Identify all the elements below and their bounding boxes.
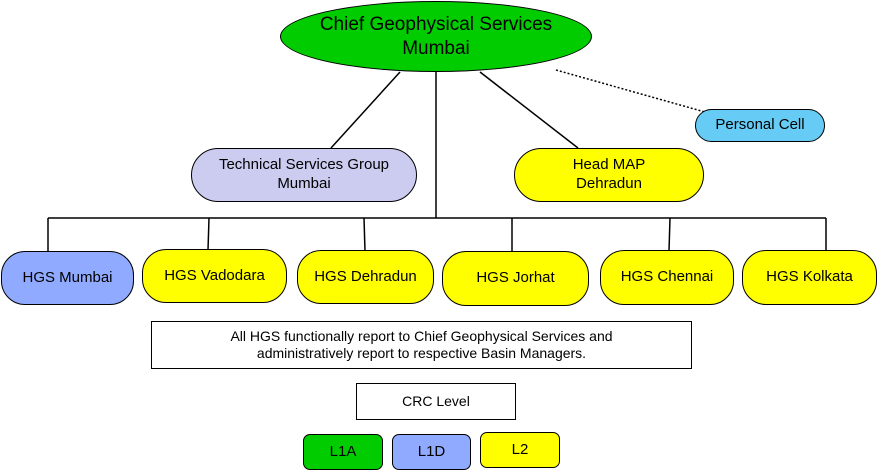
legend-label: L1D [417, 442, 446, 460]
technical-services-line2: Mumbai [277, 175, 331, 192]
reporting-note-box: All HGS functionally report to Chief Geo… [151, 321, 692, 369]
hgs-label: HGS Vadodara [164, 266, 265, 284]
legend-l1d: L1D [392, 434, 471, 470]
technical-services-line1: Technical Services Group [218, 156, 390, 174]
hgs-label: HGS Chennai [620, 268, 714, 286]
personal-cell-node: Personal Cell [695, 109, 825, 142]
hgs-label: HGS Dehradun [314, 267, 417, 285]
head-map-node: Head MAP Dehradun [514, 148, 704, 202]
legend-l1a: L1A [303, 434, 383, 470]
connector-root-headmap [479, 71, 579, 149]
hgs-mumbai-node: HGS Mumbai [1, 251, 134, 305]
technical-services-group-node: Technical Services Group Mumbai [191, 148, 417, 202]
legend-label: L2 [511, 440, 529, 458]
legend-label: L1A [329, 442, 357, 460]
head-map-line2: Dehradun [576, 175, 642, 192]
connector-root-technical [330, 71, 401, 149]
connector-drop-vadodara [207, 217, 210, 251]
hgs-kolkata-node: HGS Kolkata [742, 250, 877, 305]
connector-drop-dehradun [363, 217, 366, 252]
crc-level-box: CRC Level [356, 383, 516, 420]
connector-root-personal-cell [555, 69, 713, 115]
hgs-label: HGS Kolkata [766, 268, 853, 286]
hgs-dehradun-node: HGS Dehradun [297, 250, 434, 304]
legend-l2: L2 [480, 432, 560, 468]
reporting-note-line1: All HGS functionally report to Chief Geo… [230, 327, 613, 344]
head-map-line1: Head MAP [572, 156, 646, 174]
chief-geophysical-services-node: Chief Geophysical Services Mumbai [280, 1, 592, 72]
hgs-label: HGS Mumbai [22, 268, 113, 286]
root-title-line1: Chief Geophysical Services [319, 13, 553, 35]
hgs-chennai-node: HGS Chennai [600, 250, 734, 305]
hgs-jorhat-node: HGS Jorhat [442, 251, 589, 306]
root-title-line2: Mumbai [402, 37, 470, 59]
crc-level-label: CRC Level [402, 392, 470, 409]
connector-drop-chennai [668, 217, 671, 252]
hgs-label: HGS Jorhat [476, 269, 555, 287]
personal-cell-label: Personal Cell [715, 116, 805, 134]
reporting-note-line2: administratively report to respective Ba… [256, 345, 587, 361]
hgs-vadodara-node: HGS Vadodara [142, 249, 287, 303]
